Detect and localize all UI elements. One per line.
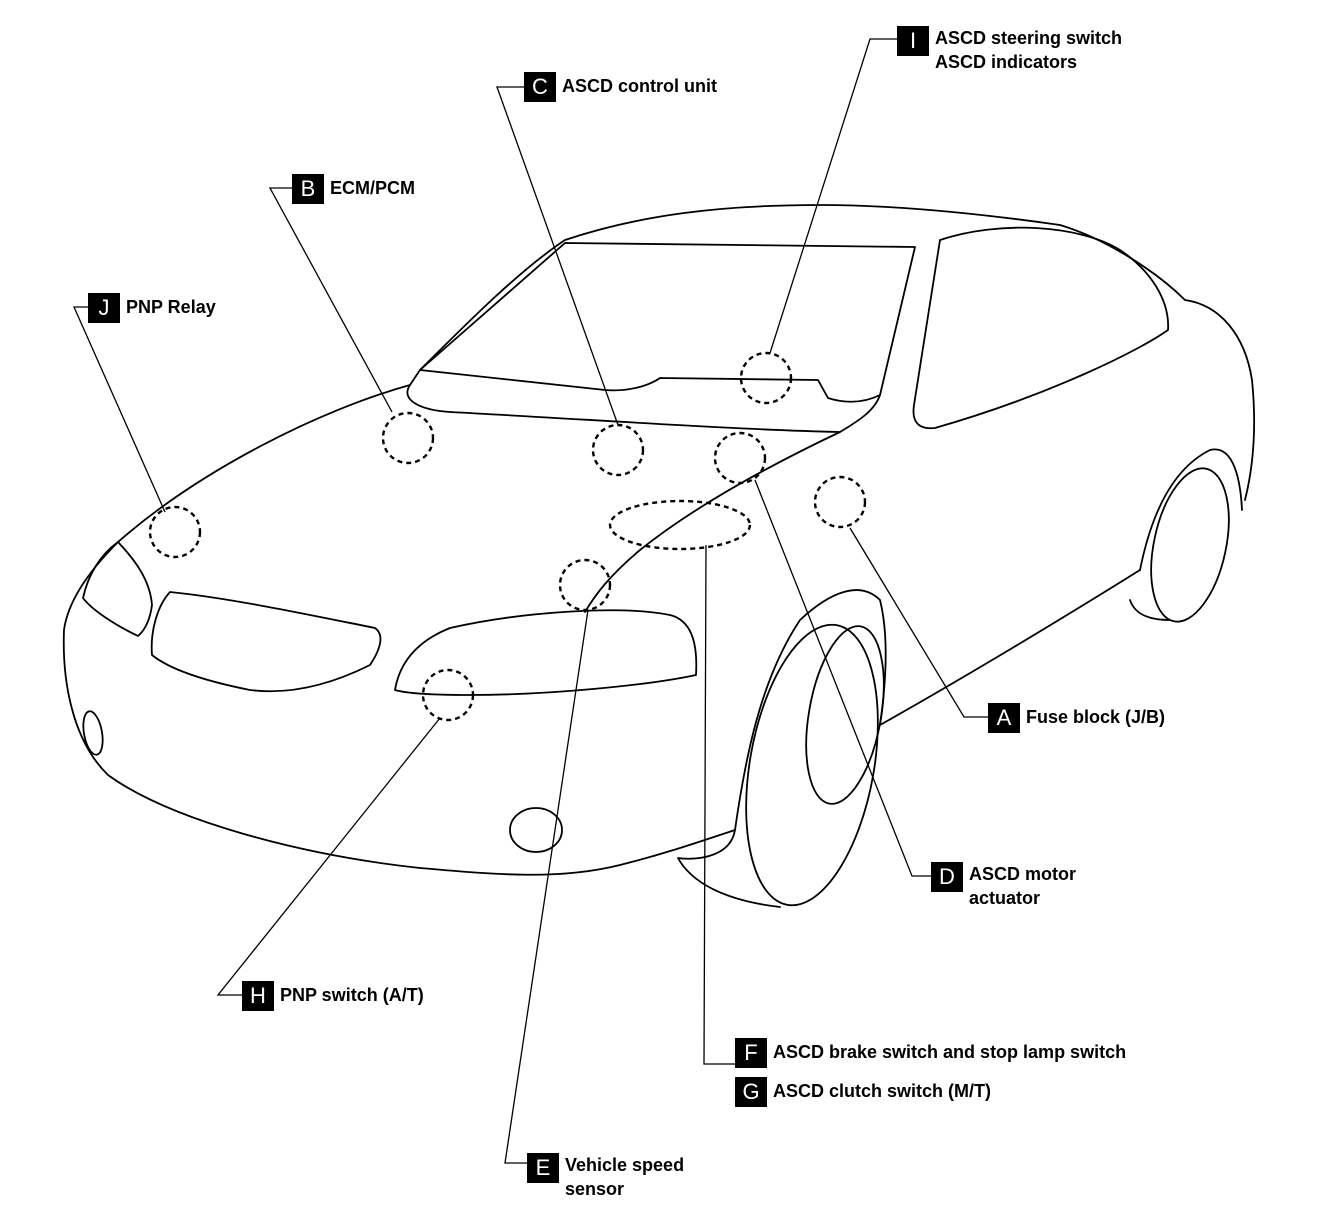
badge-b: B <box>292 174 324 204</box>
callout-j: J PNP Relay <box>88 293 216 323</box>
badge-e: E <box>527 1153 559 1183</box>
leader-b <box>268 187 393 413</box>
label-i-line2: ASCD indicators <box>935 52 1078 72</box>
callout-d: D ASCD motor actuator <box>931 862 1076 910</box>
badge-g: G <box>735 1077 767 1107</box>
label-f: ASCD brake switch and stop lamp switch <box>773 1042 1127 1062</box>
leader-c <box>496 86 619 426</box>
badge-h: H <box>242 981 274 1011</box>
label-h: PNP switch (A/T) <box>280 985 424 1005</box>
locator-a <box>813 475 867 529</box>
label-c: ASCD control unit <box>562 76 717 96</box>
locator-c <box>591 423 645 477</box>
label-e: Vehicle speed sensor <box>565 1153 684 1201</box>
callout-h: H PNP switch (A/T) <box>242 981 424 1011</box>
label-j: PNP Relay <box>126 297 216 317</box>
badge-d: D <box>931 862 963 892</box>
callout-g: G ASCD clutch switch (M/T) <box>735 1077 991 1107</box>
callout-a: A Fuse block (J/B) <box>988 703 1165 733</box>
label-i: ASCD steering switch ASCD indicators <box>935 26 1122 74</box>
locator-e <box>558 558 612 612</box>
leader-fg <box>703 544 735 1065</box>
leader-lines <box>73 38 988 1164</box>
callout-b: B ECM/PCM <box>292 174 415 204</box>
locator-i <box>739 351 793 405</box>
callout-c: C ASCD control unit <box>524 72 717 102</box>
label-d-line1: ASCD motor <box>969 864 1076 884</box>
leader-i <box>769 38 897 354</box>
leader-a <box>849 527 988 718</box>
car-outline <box>62 204 1256 908</box>
locator-d <box>713 431 767 485</box>
label-d: ASCD motor actuator <box>969 862 1076 910</box>
label-g: ASCD clutch switch (M/T) <box>773 1081 992 1101</box>
locator-j <box>148 505 202 559</box>
locator-fg <box>608 499 752 551</box>
label-a: Fuse block (J/B) <box>1026 707 1166 727</box>
label-b: ECM/PCM <box>330 178 415 198</box>
leader-e <box>504 609 589 1164</box>
badge-i: I <box>897 26 929 56</box>
badge-f: F <box>735 1038 767 1068</box>
leader-h <box>216 717 441 996</box>
leader-j <box>73 306 166 513</box>
badge-j: J <box>88 293 120 323</box>
leader-d <box>754 479 931 877</box>
badge-a: A <box>988 703 1020 733</box>
callout-e: E Vehicle speed sensor <box>527 1153 684 1201</box>
locator-h <box>421 668 475 722</box>
label-e-line1: Vehicle speed <box>565 1155 685 1175</box>
callout-i: I ASCD steering switch ASCD indicators <box>897 26 1122 74</box>
label-d-line2: actuator <box>969 888 1041 908</box>
locator-b <box>381 411 435 465</box>
label-e-line2: sensor <box>565 1179 625 1199</box>
component-locators <box>148 351 867 722</box>
badge-c: C <box>524 72 556 102</box>
callout-f: F ASCD brake switch and stop lamp switch <box>735 1038 1126 1068</box>
label-i-line1: ASCD steering switch <box>935 28 1123 48</box>
